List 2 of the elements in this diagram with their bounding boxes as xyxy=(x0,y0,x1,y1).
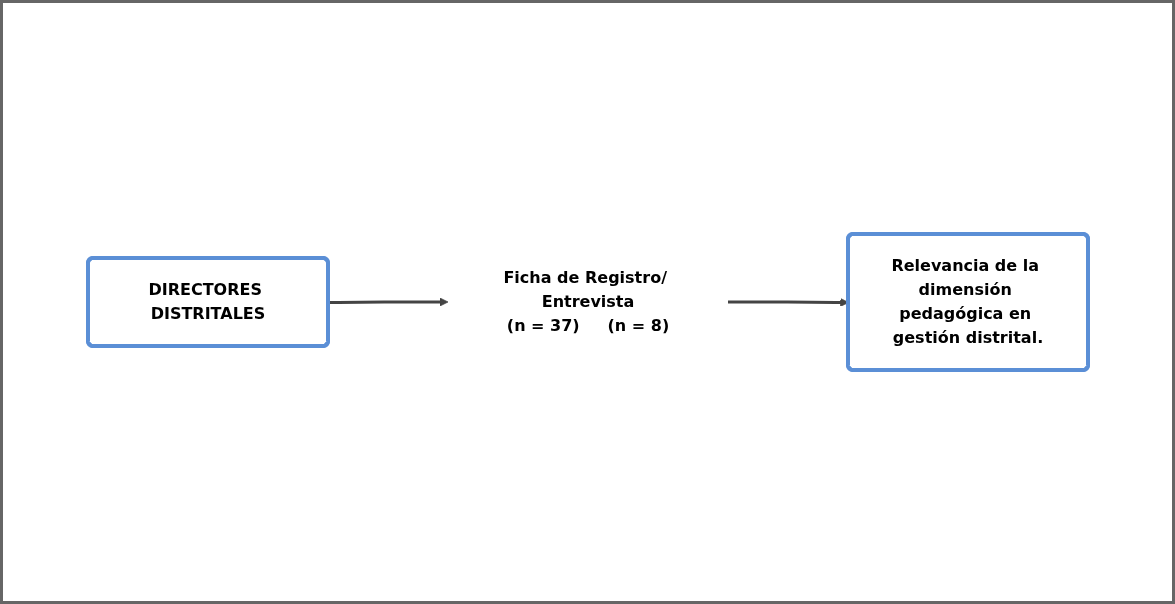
node-text: Ficha de Registro/ Entrevista (n = 37) (n = 8) xyxy=(502,268,669,335)
arrow xyxy=(328,297,448,307)
